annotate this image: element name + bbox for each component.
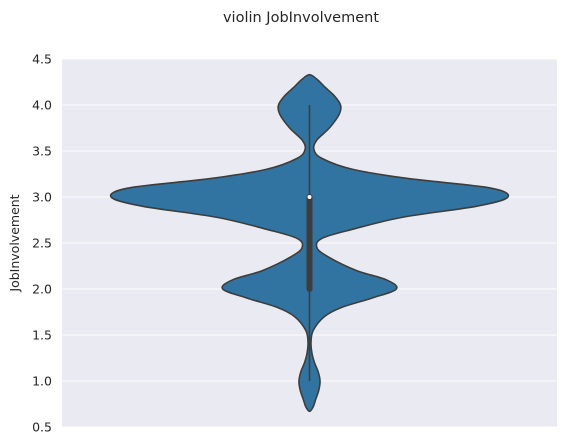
y-tick-label: 1.0 xyxy=(32,374,52,389)
violin-group xyxy=(109,73,510,413)
median-marker xyxy=(307,195,312,199)
y-tick-label: 2.0 xyxy=(32,282,52,297)
y-tick-label: 2.5 xyxy=(32,236,52,251)
y-tick-label: 4.0 xyxy=(32,98,52,113)
chart-title: violin JobInvolvement xyxy=(223,10,379,26)
y-tick-label: 3.0 xyxy=(32,190,52,205)
y-tick-label: 4.5 xyxy=(32,52,52,67)
y-axis-label: JobInvolvement xyxy=(7,194,22,292)
y-tick-label: 0.5 xyxy=(32,420,52,435)
y-tick-labels: 0.5 1.0 1.5 2.0 2.5 3.0 3.5 4.0 4.5 xyxy=(32,52,52,435)
y-tick-label: 1.5 xyxy=(32,328,52,343)
y-tick-label: 3.5 xyxy=(32,144,52,159)
